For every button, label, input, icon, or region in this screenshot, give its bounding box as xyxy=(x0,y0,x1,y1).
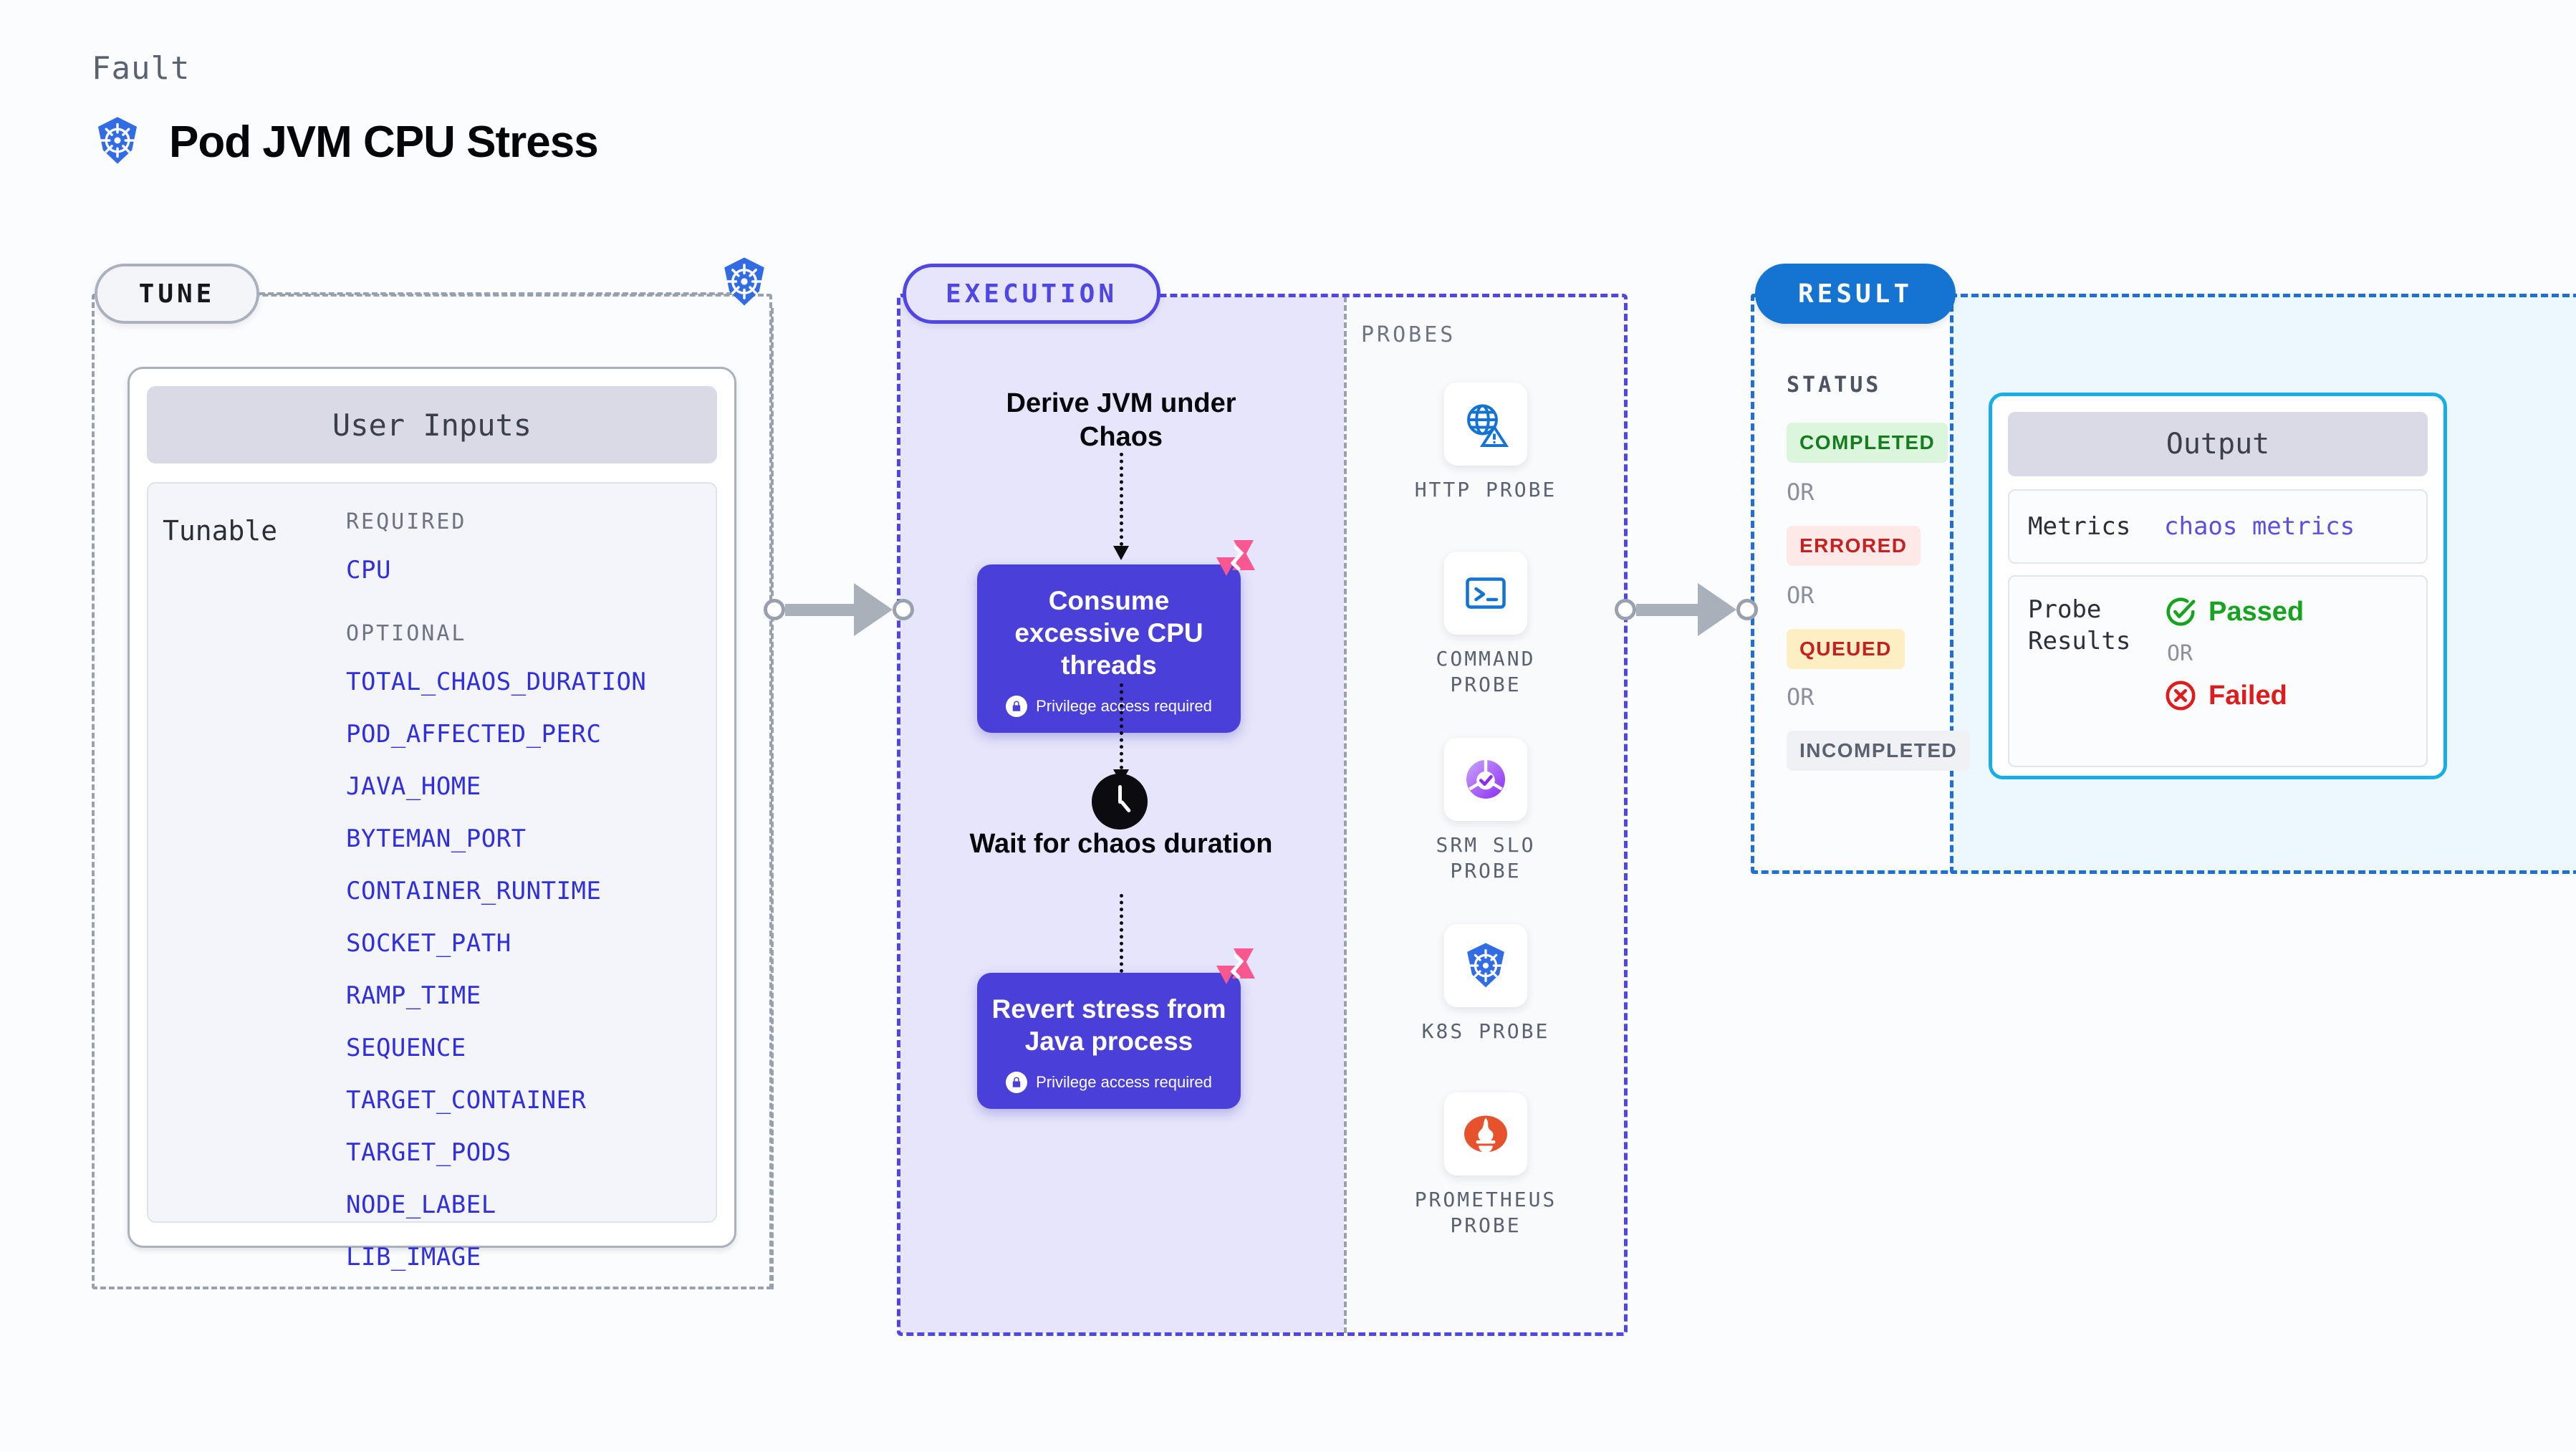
probe-item-command[interactable]: COMMAND PROBE xyxy=(1405,552,1566,698)
lock-icon xyxy=(1006,696,1028,718)
probe-item-srm-slo[interactable]: SRM SLO PROBE xyxy=(1405,738,1566,885)
user-inputs-body: Tunable REQUIRED CPU OPTIONAL TOTAL_CHAO… xyxy=(147,482,717,1271)
clock-icon xyxy=(1092,774,1148,830)
param-pod-affected-perc[interactable]: POD_AFFECTED_PERC xyxy=(346,720,602,749)
flow-arrow-icon xyxy=(1110,453,1132,560)
probe-label: K8S PROBE xyxy=(1421,1019,1550,1043)
status-or-label: OR xyxy=(1787,683,1815,711)
privilege-note: Privilege access required xyxy=(990,696,1228,718)
metrics-key-label: Metrics xyxy=(2028,511,2131,541)
execution-step-label: Revert stress from Java process xyxy=(991,994,1226,1057)
param-java-home[interactable]: JAVA_HOME xyxy=(346,772,481,801)
param-total-chaos-duration[interactable]: TOTAL_CHAOS_DURATION xyxy=(346,668,647,696)
output-row-metrics: Metrics chaos metrics xyxy=(2008,489,2428,564)
param-cpu[interactable]: CPU xyxy=(346,556,391,585)
optional-group-label: OPTIONAL xyxy=(346,621,467,646)
param-lib-image[interactable]: LIB_IMAGE xyxy=(346,1243,481,1271)
probe-item-prometheus[interactable]: PROMETHEUS PROBE xyxy=(1405,1092,1566,1239)
fault-eyebrow-label: Fault xyxy=(92,50,191,87)
status-badge-incompleted: INCOMPLETED xyxy=(1787,731,1971,771)
required-group-label: REQUIRED xyxy=(346,509,467,534)
probe-result-failed: Failed xyxy=(2164,679,2304,712)
page-title: Pod JVM CPU Stress xyxy=(169,117,599,167)
status-section-label: STATUS xyxy=(1787,372,1882,398)
status-badge-completed: COMPLETED xyxy=(1787,423,1948,463)
privilege-label: Privilege access required xyxy=(1036,697,1212,716)
output-card: Output Metrics chaos metrics Probe Resul… xyxy=(1989,393,2447,779)
tunable-label: Tunable xyxy=(163,515,278,547)
probe-results-values: Passed OR Failed xyxy=(2164,594,2304,712)
check-circle-icon xyxy=(2164,595,2197,628)
litmus-logo-icon xyxy=(1212,539,1259,580)
param-byteman-port[interactable]: BYTEMAN_PORT xyxy=(346,824,527,853)
param-sequence[interactable]: SEQUENCE xyxy=(346,1034,466,1062)
probe-item-http[interactable]: HTTP PROBE xyxy=(1405,383,1566,503)
probe-label: HTTP PROBE xyxy=(1414,478,1557,501)
execution-step-label: Consume excessive CPU threads xyxy=(1014,586,1203,681)
output-row-probe-results: Probe Results Passed OR xyxy=(2008,575,2428,767)
param-ramp-time[interactable]: RAMP_TIME xyxy=(346,981,481,1010)
connector-arrowhead xyxy=(854,583,893,636)
probe-label: PROMETHEUS PROBE xyxy=(1414,1188,1557,1238)
x-circle-icon xyxy=(2164,679,2197,712)
connector-execution-to-result xyxy=(1615,583,1758,636)
passed-label: Passed xyxy=(2209,596,2305,627)
lock-icon xyxy=(1006,1072,1028,1094)
kubernetes-icon xyxy=(1444,924,1527,1007)
tune-right-boundary-line xyxy=(771,308,774,1289)
terminal-icon xyxy=(1444,552,1527,635)
probe-label: COMMAND PROBE xyxy=(1436,647,1536,697)
execution-stage-zone xyxy=(897,294,1628,1336)
connector-dot-left xyxy=(1615,599,1636,620)
status-or-label: OR xyxy=(1787,582,1815,609)
execution-step-revert-stress[interactable]: Revert stress from Java process Privileg… xyxy=(977,973,1241,1110)
probe-result-or-label: OR xyxy=(2167,641,2193,666)
globe-warning-icon xyxy=(1444,383,1527,466)
probe-results-key-label: Probe Results xyxy=(2028,595,2131,656)
connector-arrowhead xyxy=(1698,583,1736,636)
connector-shaft xyxy=(785,603,854,616)
stage-badge-result[interactable]: RESULT xyxy=(1755,264,1956,324)
metrics-value-link[interactable]: chaos metrics xyxy=(2164,512,2355,541)
kubernetes-icon xyxy=(718,255,771,308)
litmus-logo-icon xyxy=(1212,947,1259,989)
status-or-label: OR xyxy=(1787,479,1815,506)
execution-step-derive-jvm: Derive JVM under Chaos xyxy=(1006,388,1236,453)
param-target-container[interactable]: TARGET_CONTAINER xyxy=(346,1086,587,1115)
param-socket-path[interactable]: SOCKET_PATH xyxy=(346,929,511,958)
probes-section-label: PROBES xyxy=(1361,322,1456,347)
connector-dot-right xyxy=(893,599,914,620)
srm-slo-icon xyxy=(1444,738,1527,821)
stage-badge-tune[interactable]: TUNE xyxy=(95,264,259,324)
connector-dot-left xyxy=(764,599,785,620)
tunable-params-column: REQUIRED CPU OPTIONAL TOTAL_CHAOS_DURATI… xyxy=(342,509,708,1271)
privilege-note: Privilege access required xyxy=(990,1072,1228,1094)
status-badge-queued: QUEUED xyxy=(1787,629,1905,669)
probe-label: SRM SLO PROBE xyxy=(1436,833,1536,883)
failed-label: Failed xyxy=(2209,680,2287,711)
user-inputs-card: User Inputs Tunable REQUIRED CPU OPTIONA… xyxy=(128,367,736,1271)
probe-result-passed: Passed xyxy=(2164,595,2304,628)
connector-dot-right xyxy=(1736,599,1758,620)
tune-top-connector-line xyxy=(259,292,741,295)
prometheus-icon xyxy=(1444,1092,1527,1175)
execution-step-wait-duration: Wait for chaos duration xyxy=(969,829,1273,859)
connector-tune-to-execution xyxy=(764,583,914,636)
output-card-title: Output xyxy=(2008,412,2428,476)
user-inputs-title: User Inputs xyxy=(147,386,717,463)
probe-item-k8s[interactable]: K8S PROBE xyxy=(1405,924,1566,1044)
connector-shaft xyxy=(1636,603,1698,616)
param-container-runtime[interactable]: CONTAINER_RUNTIME xyxy=(346,877,602,905)
page-title-row: Pod JVM CPU Stress xyxy=(92,115,599,170)
param-target-pods[interactable]: TARGET_PODS xyxy=(346,1138,511,1167)
param-node-label[interactable]: NODE_LABEL xyxy=(346,1191,496,1219)
stage-badge-execution[interactable]: EXECUTION xyxy=(903,264,1160,324)
flow-arrow-icon xyxy=(1110,683,1132,784)
kubernetes-icon xyxy=(92,115,143,170)
status-badge-errored: ERRORED xyxy=(1787,526,1921,566)
privilege-label: Privilege access required xyxy=(1036,1073,1212,1092)
execution-step-consume-cpu[interactable]: Consume excessive CPU threads Privilege … xyxy=(977,564,1241,734)
